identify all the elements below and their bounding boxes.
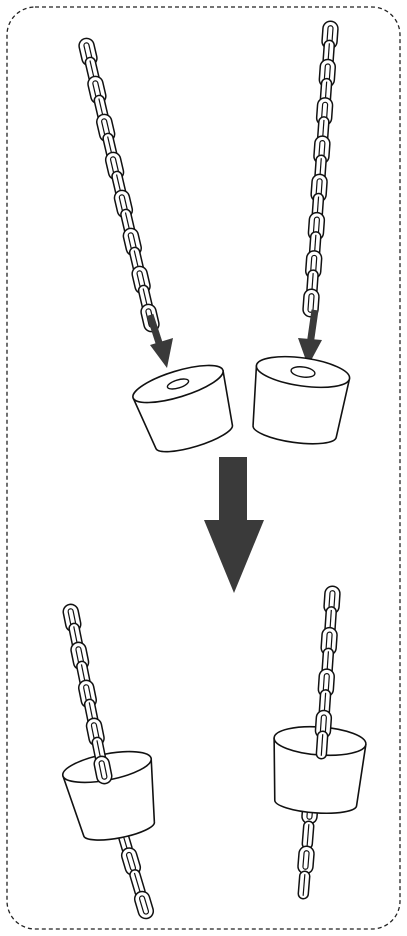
insert-arrow-icon (150, 315, 173, 368)
chain-link (297, 846, 314, 875)
cylindrical-stopper-icon (60, 746, 165, 847)
chain-link (316, 731, 328, 759)
chain-icon (303, 21, 339, 318)
cylindrical-stopper-icon (129, 358, 242, 460)
chain-link (298, 871, 310, 899)
chain-icon (78, 37, 161, 333)
down-arrow-icon (204, 457, 264, 593)
chain-link (133, 890, 155, 921)
cylindrical-stopper-icon (247, 352, 352, 449)
chain-link (302, 821, 314, 849)
